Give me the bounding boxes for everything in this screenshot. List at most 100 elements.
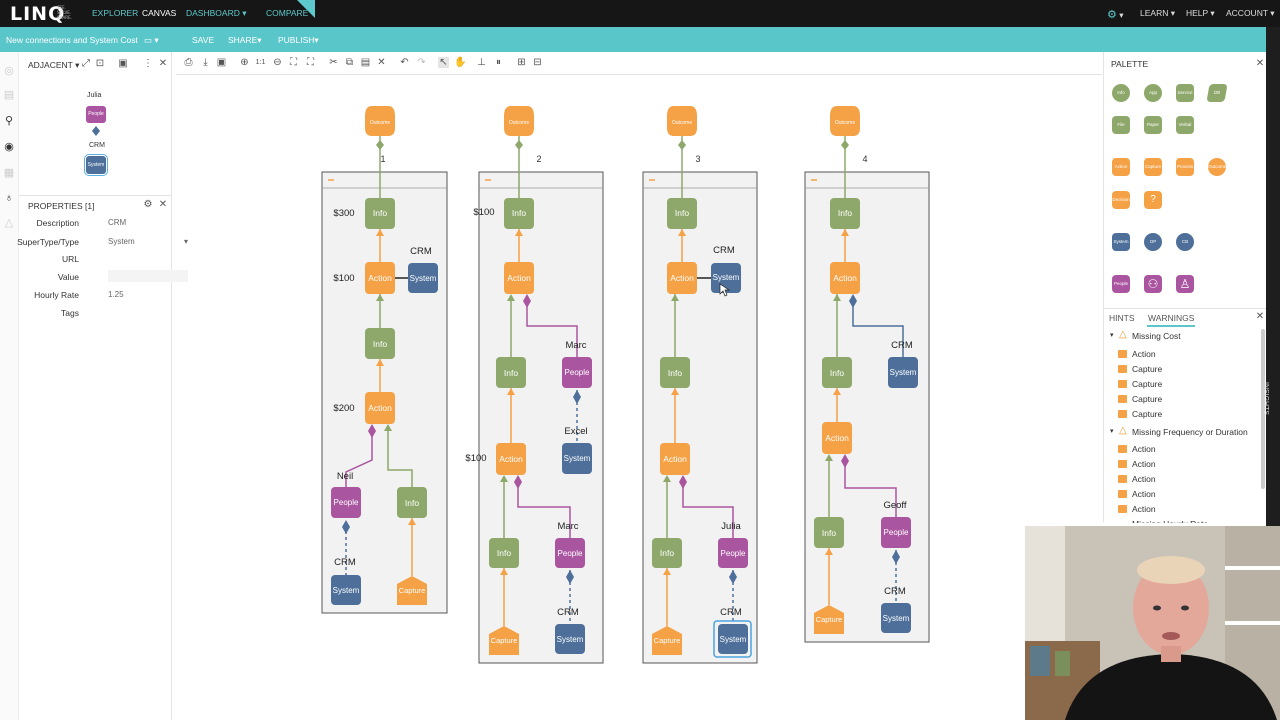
palette-paper[interactable]: Paper: [1144, 116, 1162, 134]
hints-scrollbar[interactable]: [1261, 329, 1265, 489]
palette-decision[interactable]: Decision: [1112, 191, 1130, 209]
info-node[interactable]: [830, 198, 860, 229]
close-icon[interactable]: ✕: [158, 199, 168, 210]
people-node[interactable]: [718, 538, 748, 568]
outcome-node[interactable]: [667, 106, 697, 136]
outcome-node[interactable]: [504, 106, 534, 136]
warning-section-title[interactable]: Missing Cost: [1132, 331, 1181, 341]
expand-icon[interactable]: ⤢: [82, 58, 90, 69]
system-node[interactable]: [711, 263, 741, 293]
gear-icon[interactable]: ⚙: [143, 199, 153, 210]
cut-icon[interactable]: ✂: [329, 57, 338, 68]
outcome-node[interactable]: [830, 106, 860, 136]
system-node[interactable]: [888, 357, 918, 388]
hierarchy-layout-icon[interactable]: ⊥: [477, 57, 486, 68]
outcome-node[interactable]: [365, 106, 395, 136]
palette-people[interactable]: People: [1112, 275, 1130, 293]
info-node[interactable]: [660, 357, 690, 388]
more-icon[interactable]: ⋮: [143, 58, 153, 69]
warning-icon[interactable]: △: [4, 217, 14, 229]
system-node[interactable]: [408, 263, 438, 293]
image-icon[interactable]: ▣: [118, 58, 128, 69]
warning-item[interactable]: Action: [1132, 349, 1156, 359]
fit-screen-icon[interactable]: ⛶: [290, 57, 297, 68]
palette-verbal[interactable]: Verbal: [1176, 116, 1194, 134]
download-icon[interactable]: ⤓: [203, 57, 208, 68]
export-image-icon[interactable]: ▣: [216, 57, 227, 68]
palette-info[interactable]: Info: [1112, 84, 1130, 102]
linq-logo[interactable]: LINQ: [10, 3, 66, 25]
action-node[interactable]: [504, 262, 534, 294]
system-node[interactable]: [562, 443, 592, 474]
adjacent-system-node[interactable]: System: [84, 154, 108, 176]
diagram-canvas[interactable]: Outcome 1 Info $300 Action $100 CRM Syst…: [176, 75, 1102, 720]
people-node[interactable]: [562, 357, 592, 388]
palette-service[interactable]: Service: [1176, 84, 1194, 102]
document-title[interactable]: New connections and System Cost: [6, 35, 138, 45]
property-value-description[interactable]: CRM: [108, 218, 127, 227]
canvas-area[interactable]: Outcome 1 Info $300 Action $100 CRM Syst…: [176, 75, 1102, 720]
eye-icon[interactable]: ◉: [4, 141, 14, 153]
system-node[interactable]: [555, 624, 585, 654]
palette-app[interactable]: App: [1144, 84, 1162, 102]
info-node[interactable]: [365, 328, 395, 359]
warning-item[interactable]: Action: [1132, 474, 1156, 484]
property-value-type[interactable]: System▾: [108, 237, 188, 246]
nav-canvas[interactable]: CANVAS: [142, 8, 177, 18]
warning-item[interactable]: Capture: [1132, 364, 1163, 374]
system-node[interactable]: [331, 575, 361, 605]
palette-question[interactable]: ?: [1144, 191, 1162, 209]
compass-icon[interactable]: ◎: [4, 65, 14, 77]
nav-learn[interactable]: LEARN ▾: [1140, 8, 1175, 18]
warning-item[interactable]: Action: [1132, 444, 1156, 454]
swimlane-frame[interactable]: [804, 171, 930, 643]
info-node[interactable]: [652, 538, 682, 568]
paste-icon[interactable]: ▤: [360, 57, 371, 68]
palette-outcome[interactable]: Outcome: [1208, 158, 1226, 176]
property-value-value[interactable]: [108, 270, 188, 282]
collapse-icon[interactable]: ▾: [1110, 428, 1114, 435]
palette-group[interactable]: ⚇: [1144, 275, 1162, 293]
share-button[interactable]: SHARE▾: [228, 35, 262, 45]
capture-node[interactable]: [489, 626, 519, 655]
palette-file[interactable]: File: [1112, 116, 1130, 134]
fit-selection-icon[interactable]: ⛶: [307, 57, 314, 68]
print-icon[interactable]: ⎙: [184, 57, 193, 68]
warning-section-title[interactable]: Missing Frequency or Duration: [1132, 427, 1248, 437]
property-value-hourly-rate[interactable]: 1.25: [108, 290, 124, 299]
pan-tool-icon[interactable]: ✋: [454, 57, 467, 68]
zoom-out-icon[interactable]: ⊖: [273, 57, 282, 68]
tab-hints[interactable]: HINTS: [1109, 313, 1135, 323]
close-icon[interactable]: ✕: [1255, 311, 1265, 322]
capture-node[interactable]: [397, 576, 427, 605]
palette-db[interactable]: DB: [1206, 84, 1228, 102]
info-node[interactable]: [397, 487, 427, 518]
nav-explorer[interactable]: EXPLORER: [92, 8, 139, 18]
action-node[interactable]: [667, 262, 697, 294]
action-node[interactable]: [496, 443, 526, 475]
insights-tab[interactable]: INSIGHTS: [1262, 27, 1280, 527]
table-icon[interactable]: ▦: [3, 167, 15, 179]
adjacent-dropdown[interactable]: ADJACENT ▾: [28, 60, 80, 70]
people-node[interactable]: [881, 517, 911, 548]
save-button[interactable]: SAVE: [192, 35, 215, 45]
actual-size-icon[interactable]: 1:1: [255, 59, 266, 66]
undo-icon[interactable]: ↶: [400, 57, 409, 68]
palette-action[interactable]: Action: [1112, 158, 1130, 176]
action-node[interactable]: [660, 443, 690, 475]
warning-item[interactable]: Action: [1132, 459, 1156, 469]
column-layout-icon[interactable]: ⏸: [496, 57, 501, 68]
info-node[interactable]: [667, 198, 697, 229]
warning-item[interactable]: Capture: [1132, 409, 1163, 419]
palette-system[interactable]: System: [1112, 233, 1130, 251]
warning-section-title[interactable]: Missing Hourly Rate: [1132, 519, 1208, 523]
delete-icon[interactable]: ✕: [377, 57, 386, 68]
info-node[interactable]: [504, 198, 534, 229]
unlock-icon[interactable]: ⊡: [95, 58, 105, 69]
warning-item[interactable]: Capture: [1132, 379, 1163, 389]
people-node[interactable]: [331, 487, 361, 518]
action-node[interactable]: [365, 392, 395, 424]
palette-op[interactable]: OP: [1144, 233, 1162, 251]
add-frame-icon[interactable]: ⊞: [517, 57, 526, 68]
action-node[interactable]: [365, 262, 395, 294]
